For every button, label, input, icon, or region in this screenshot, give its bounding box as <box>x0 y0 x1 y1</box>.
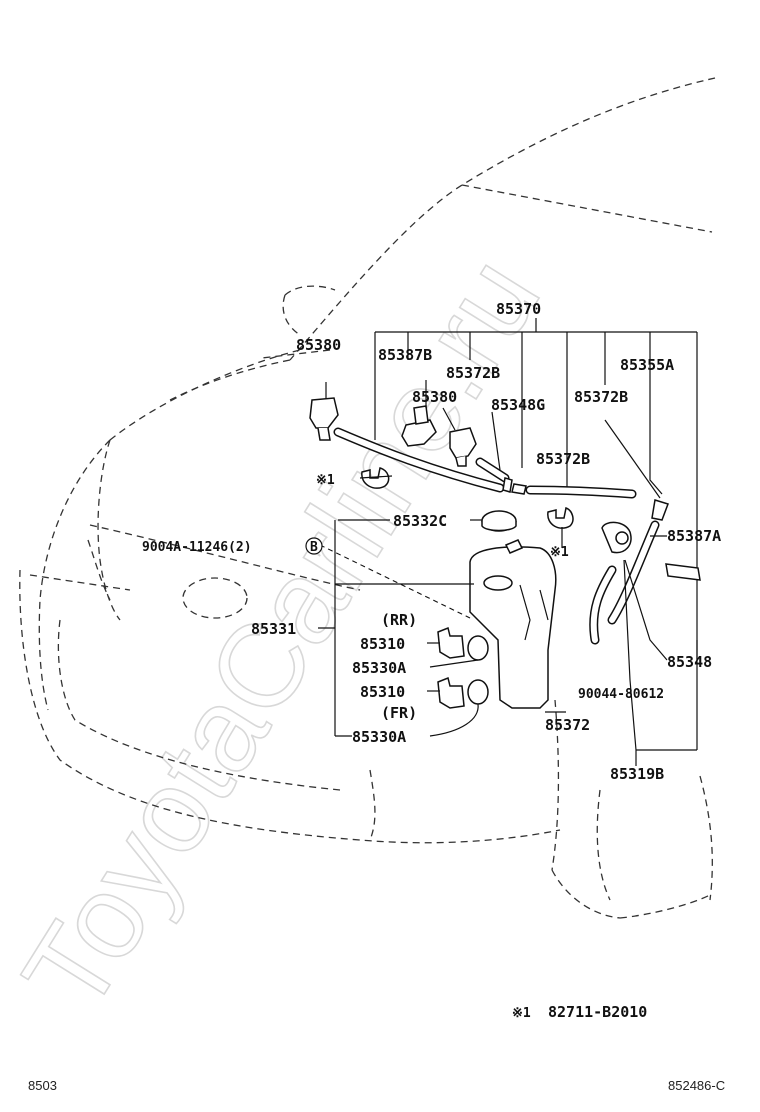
leader-lines <box>318 358 698 766</box>
pump-connector-85348 <box>601 521 632 554</box>
bracket-85370 <box>374 318 698 750</box>
washer-reservoir <box>469 539 557 709</box>
label-85330a-lower: 85330A <box>352 728 406 746</box>
label-85370: 85370 <box>496 300 541 318</box>
label-rr: (RR) <box>381 611 417 629</box>
footer-right-code: 852486-C <box>668 1078 725 1093</box>
label-85372b-right: 85372B <box>574 388 628 406</box>
clip-note1-left <box>361 467 390 489</box>
label-85387a: 85387A <box>667 527 721 545</box>
washer-pump-rr <box>437 626 489 661</box>
bolt-letter-circle <box>305 537 323 555</box>
label-bolt-letter: B <box>310 540 318 555</box>
hose-clip-85387b <box>401 405 437 447</box>
label-85355a: 85355A <box>620 356 674 374</box>
label-90044: 90044-80612 <box>578 687 664 702</box>
note-part-number: 82711-B2010 <box>548 1003 647 1021</box>
vehicle-outline <box>19 77 716 919</box>
label-85387b: 85387B <box>378 346 432 364</box>
label-fr: (FR) <box>381 704 417 722</box>
clip-note1-right <box>547 507 574 529</box>
label-85372b-mid: 85372B <box>536 450 590 468</box>
label-85330a-upper: 85330A <box>352 659 406 677</box>
note-mark: ※1 <box>512 1006 531 1021</box>
hose-connectors <box>502 477 669 521</box>
label-note1-right: ※1 <box>550 545 569 560</box>
washer-pump-fr <box>437 676 489 709</box>
hose-main <box>333 427 660 645</box>
callout-labels: 85370 85380 85387B 85372B 85380 85348G 8… <box>142 300 721 783</box>
label-85348: 85348 <box>667 653 712 671</box>
label-85348g: 85348G <box>491 396 545 414</box>
label-85380-center: 85380 <box>412 388 457 406</box>
footer-left-code: 8503 <box>28 1078 57 1093</box>
label-85310-fr: 85310 <box>360 683 405 701</box>
label-85319b: 85319B <box>610 765 664 783</box>
label-85380-left: 85380 <box>296 336 341 354</box>
note-block: ※1 82711-B2010 <box>512 1003 647 1021</box>
washer-nozzle-left <box>309 382 339 441</box>
label-85310-rr: 85310 <box>360 635 405 653</box>
label-note1-left: ※1 <box>316 473 335 488</box>
label-85372: 85372 <box>545 716 590 734</box>
label-85331: 85331 <box>251 620 296 638</box>
washer-nozzle-center <box>449 427 477 467</box>
reservoir-cap <box>481 510 517 532</box>
check-valve-85387a <box>665 563 701 581</box>
label-9004a: 9004A-11246(2) <box>142 540 252 555</box>
label-85372b-top: 85372B <box>446 364 500 382</box>
label-85332c: 85332C <box>393 512 447 530</box>
